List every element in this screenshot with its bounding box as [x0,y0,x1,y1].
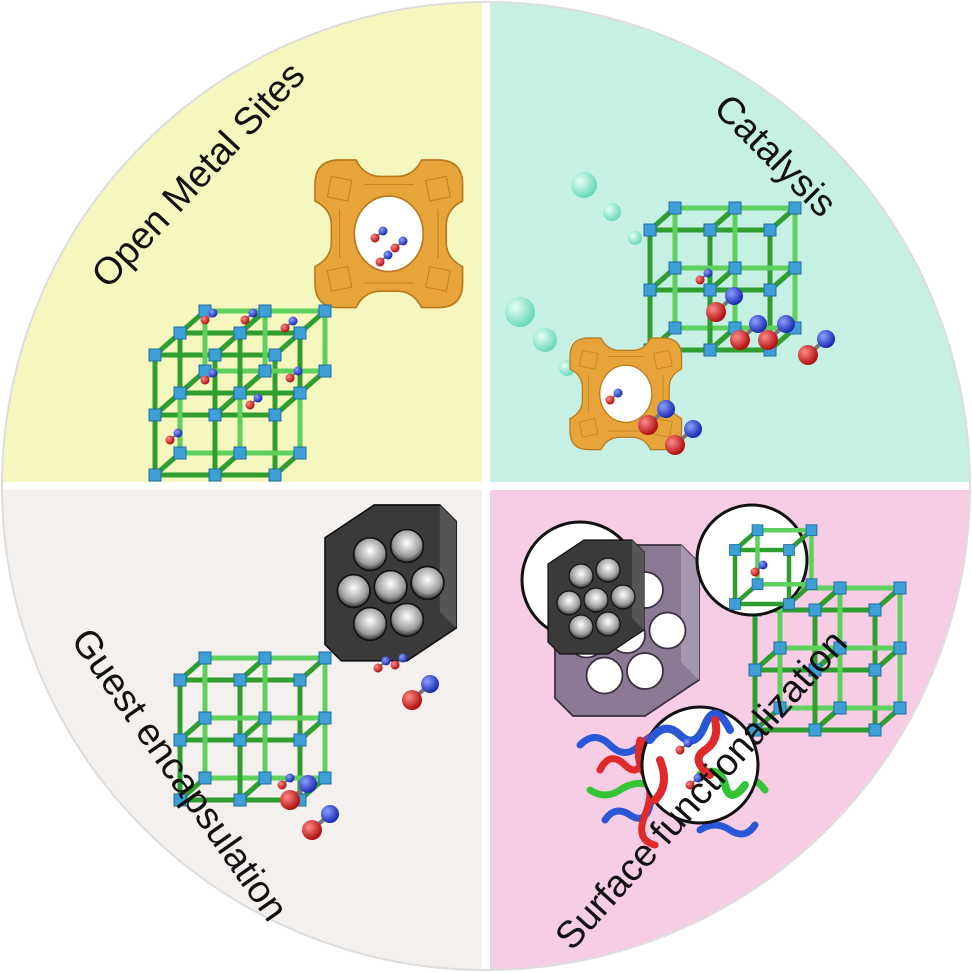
catalysis-panel [505,172,837,457]
magnifier-circle-icon [520,520,645,655]
quadrant-catalysis-bg [486,2,970,486]
magnifier-circle-icon [695,503,817,617]
cage-icon [569,337,683,451]
honeycomb-icon [324,504,458,662]
cage-icon [314,159,464,309]
cubic-framework-icon [149,305,331,481]
surface-functionalization-panel [520,503,906,849]
bubble-icon [505,172,642,376]
magnifier-circle-icon [640,705,760,825]
